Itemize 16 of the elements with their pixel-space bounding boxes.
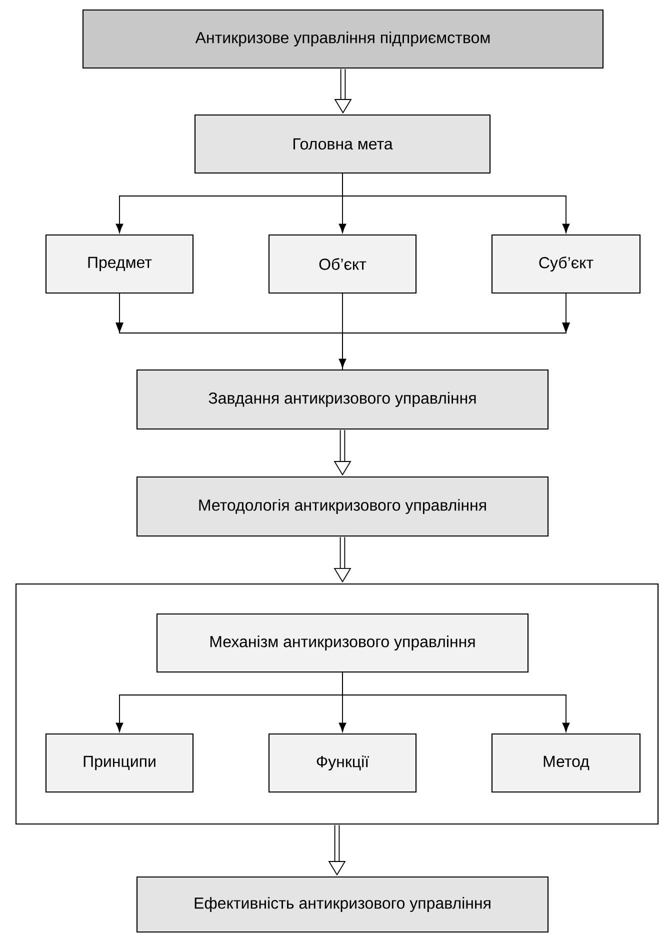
process-box: Предмет: [45, 234, 194, 294]
process-box: Ефективність антикризового управління: [136, 876, 549, 933]
process-box: Принципи: [45, 733, 194, 793]
process-box: Суб’єкт: [491, 234, 641, 294]
arrow: [342, 293, 570, 370]
process-box: Метод: [491, 733, 641, 793]
process-box: Об’єкт: [268, 234, 417, 294]
arrow: [342, 672, 570, 732]
process-box: Функції: [268, 733, 417, 793]
process-box: Завдання антикризового управління: [136, 369, 549, 430]
process-box: Антикризове управління підприємством: [82, 9, 604, 69]
arrow: [342, 173, 570, 234]
arrow: [338, 293, 346, 368]
process-box: Методологія антикризового управління: [136, 476, 549, 537]
process-box: Механізм антикризового управління: [156, 613, 529, 673]
process-box: Головна мета: [194, 114, 491, 174]
